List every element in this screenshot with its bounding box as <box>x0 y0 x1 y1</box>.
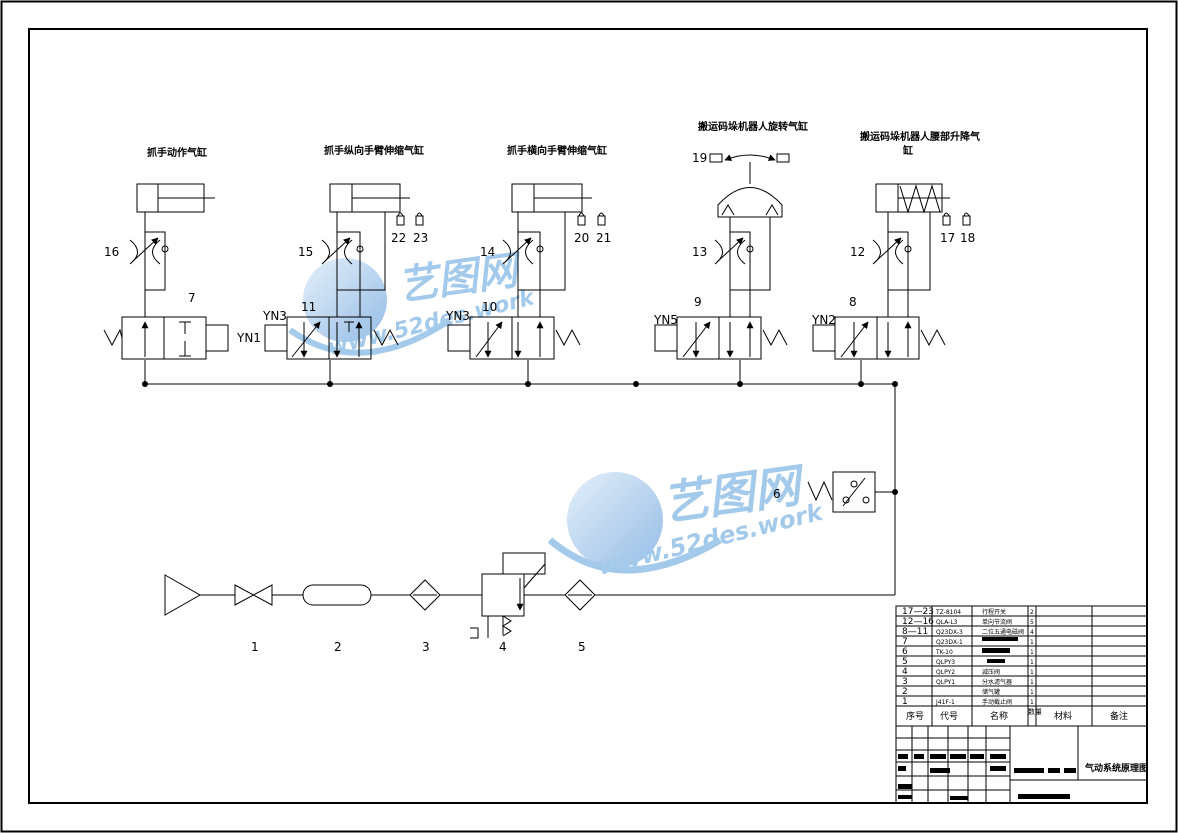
unit-7-gripper-cylinder <box>103 183 229 360</box>
bom-cell-code: Q23DX-3 <box>936 629 963 636</box>
label-6: 6 <box>773 487 781 501</box>
bom-cell-qty: 1 <box>1030 679 1034 686</box>
bom-cell-code: TK-10 <box>935 649 953 656</box>
label-yn3-a: YN3 <box>262 309 287 323</box>
title-unit-11: 抓手纵向手臂伸缩气缸 <box>324 144 424 157</box>
label-5: 5 <box>578 640 586 654</box>
label-yn3-b: YN3 <box>445 309 470 323</box>
bom-cell-seq: 4 <box>902 667 908 677</box>
drawing-title: 气动系统原理图 <box>1084 762 1148 774</box>
title-block-fills <box>898 637 1076 800</box>
label-8: 8 <box>849 295 857 309</box>
label-23: 23 <box>413 231 428 245</box>
bom-cell-seq: 17—23 <box>902 607 934 617</box>
title-unit-10: 抓手横向手臂伸缩气缸 <box>507 144 607 157</box>
label-17: 17 <box>940 231 955 245</box>
bom-cell-seq: 3 <box>902 677 908 687</box>
bom-cell-qty: 1 <box>1030 689 1034 696</box>
valve-6 <box>807 471 876 513</box>
title-unit-7: 抓手动作气缸 <box>147 146 207 159</box>
bom-cell-name: 二位五通电磁阀 <box>982 628 1024 636</box>
label-1: 1 <box>251 640 259 654</box>
label-14: 14 <box>480 245 495 259</box>
bom-cell-qty: 1 <box>1030 669 1034 676</box>
unit-11-longitudinal-arm-cylinder <box>264 183 410 360</box>
label-3: 3 <box>422 640 430 654</box>
bom-cell-qty: 1 <box>1030 639 1034 646</box>
bom-header-seq: 序号 <box>906 710 924 722</box>
bom-cell-qty: 1 <box>1030 699 1034 706</box>
air-supply-chain <box>164 552 596 639</box>
bom-cell-seq: 1 <box>902 697 908 707</box>
bom-cell-name: 储气罐 <box>982 688 1000 696</box>
bom-cell-qty: 4 <box>1030 629 1034 636</box>
title-unit-8-line2: 缸 <box>902 144 913 157</box>
bom-cell-qty: 5 <box>1030 619 1034 626</box>
unit-10-transverse-arm-cylinder <box>447 183 592 360</box>
bom-cell-qty: 2 <box>1030 609 1034 616</box>
label-7: 7 <box>188 291 196 305</box>
limit-switches <box>396 212 971 226</box>
label-15: 15 <box>298 245 313 259</box>
watermark-center: 艺图网 www.52des.work <box>547 457 827 581</box>
bom-cell-name: 分水滤气器 <box>982 678 1012 686</box>
bom-cell-seq: 5 <box>902 657 908 667</box>
unit-9-rotary-cylinder <box>654 153 790 360</box>
bom-cell-seq: 8—11 <box>902 627 928 637</box>
bom-cell-code: J41F-1 <box>935 699 955 706</box>
bom-cell-code: Q23DX-1 <box>936 639 963 646</box>
bom-cell-name: 减压阀 <box>982 668 1000 676</box>
label-21: 21 <box>596 231 611 245</box>
label-4: 4 <box>499 640 507 654</box>
label-19: 19 <box>692 151 707 165</box>
bom-cell-seq: 6 <box>902 647 908 657</box>
bom-cell-name: 行程开关 <box>982 608 1006 616</box>
bom-header-qty: 数量 <box>1028 707 1042 716</box>
unit-8-lift-cylinder <box>812 183 950 360</box>
label-12: 12 <box>850 245 865 259</box>
title-unit-9: 搬运码垛机器人旋转气缸 <box>698 120 808 133</box>
label-2: 2 <box>334 640 342 654</box>
sheet-inner-border <box>28 28 1148 804</box>
label-13: 13 <box>692 245 707 259</box>
bom-cell-seq: 7 <box>902 637 908 647</box>
bom-cell-qty: 1 <box>1030 649 1034 656</box>
bom-cell-code: QLPY3 <box>936 659 955 666</box>
bom-cell-code: QLPY1 <box>936 679 955 686</box>
title-unit-8-line1: 搬运码垛机器人腰部升降气 <box>860 130 980 143</box>
label-11: 11 <box>301 300 316 314</box>
watermark-top: 艺图网 www.52des.work <box>288 247 538 361</box>
bom-header-name: 名称 <box>990 710 1008 722</box>
label-20: 20 <box>574 231 589 245</box>
label-10: 10 <box>482 300 497 314</box>
bom-header-code: 代号 <box>940 711 958 722</box>
bom-cell-code: QLA-L3 <box>936 619 958 626</box>
label-9: 9 <box>694 295 702 309</box>
label-yn2: YN2 <box>811 313 836 327</box>
bom-cell-seq: 2 <box>902 687 908 697</box>
bom-cell-name: 单向节流阀 <box>982 618 1012 626</box>
label-22: 22 <box>391 231 406 245</box>
label-16: 16 <box>104 245 119 259</box>
bom-cell-name: 手动截止阀 <box>982 698 1012 706</box>
junction-dots <box>142 381 898 495</box>
bom-header-material: 材料 <box>1054 710 1072 722</box>
bom-cell-code: QLPY2 <box>936 669 955 676</box>
label-yn1: YN1 <box>236 331 261 345</box>
bom-cell-qty: 1 <box>1030 659 1034 666</box>
label-18: 18 <box>960 231 975 245</box>
label-yn5: YN5 <box>653 313 678 327</box>
bom-cell-seq: 12—16 <box>902 617 934 627</box>
bom-header-remark: 备注 <box>1110 710 1128 722</box>
bom-cell-code: TZ-8104 <box>935 609 961 616</box>
